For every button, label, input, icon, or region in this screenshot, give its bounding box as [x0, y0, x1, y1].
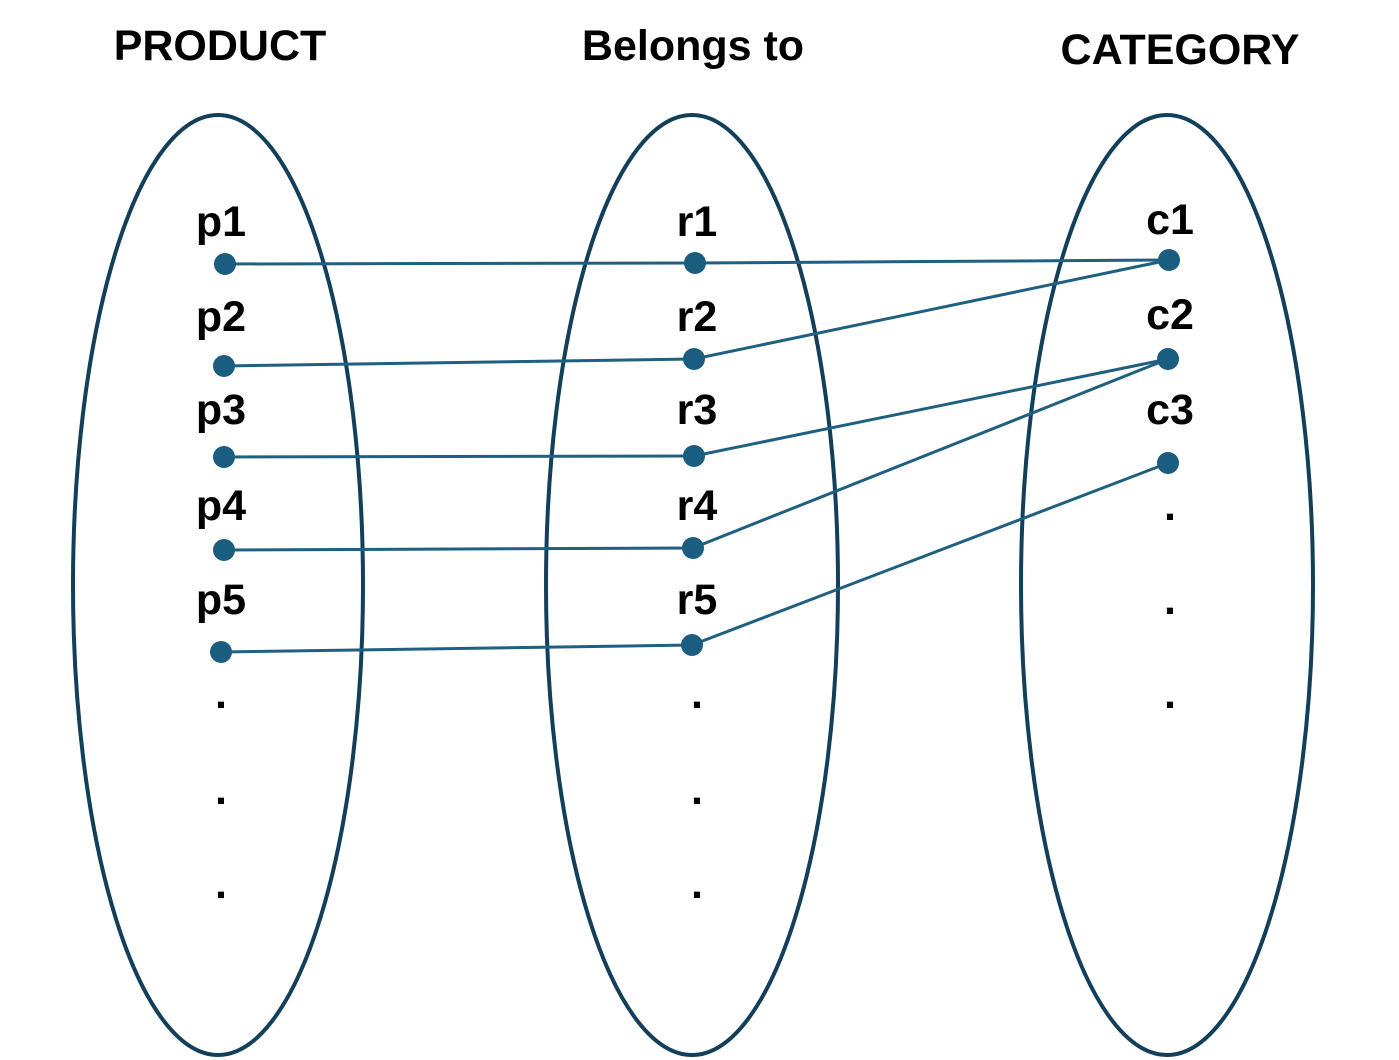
category-item-label: c3 [1146, 386, 1194, 434]
relationship-continuation-dot: . [691, 766, 703, 814]
category-continuation-dot: . [1164, 576, 1176, 624]
node-dot-p4 [213, 539, 235, 561]
relationship-continuation-dot: . [691, 860, 703, 908]
node-dot-c1 [1158, 249, 1180, 271]
link-r1-c1 [694, 258, 1170, 265]
belongs-to-set-ellipse [544, 113, 840, 1057]
node-dot-p5 [210, 641, 232, 663]
relationship-item-label: r3 [677, 386, 718, 434]
link-p4-r4 [223, 546, 694, 552]
link-r4-c2 [692, 357, 1169, 550]
product-item-label: p1 [196, 198, 246, 246]
product-set-ellipse [71, 113, 365, 1057]
product-item-label: p5 [196, 576, 246, 624]
category-set-title: CATEGORY [1061, 26, 1300, 74]
product-continuation-dot: . [215, 766, 227, 814]
node-dot-p2 [213, 355, 235, 377]
category-set-ellipse [1019, 113, 1315, 1057]
node-dot-r3 [683, 445, 705, 467]
category-item-label: c1 [1146, 196, 1194, 244]
link-p5-r5 [220, 643, 693, 654]
category-continuation-dot: . [1164, 482, 1176, 530]
category-continuation-dot: . [1164, 670, 1176, 718]
product-item-label: p2 [196, 293, 246, 341]
relationship-item-label: r1 [677, 198, 718, 246]
node-dot-r4 [682, 537, 704, 559]
node-dot-p3 [213, 446, 235, 468]
link-p1-r1 [224, 261, 696, 266]
link-r3-c2 [693, 357, 1169, 458]
relationship-item-label: r5 [677, 576, 718, 624]
node-dot-p1 [214, 253, 236, 275]
relationship-item-label: r2 [677, 293, 718, 341]
link-p2-r2 [223, 357, 695, 368]
link-r2-c1 [693, 258, 1170, 361]
node-dot-r5 [681, 634, 703, 656]
product-item-label: p4 [196, 482, 246, 530]
link-p3-r3 [223, 454, 695, 459]
product-set-title: PRODUCT [114, 22, 327, 70]
product-continuation-dot: . [215, 860, 227, 908]
relationship-item-label: r4 [677, 482, 718, 530]
product-continuation-dot: . [215, 670, 227, 718]
node-dot-r2 [683, 348, 705, 370]
node-dot-c3 [1157, 452, 1179, 474]
product-item-label: p3 [196, 386, 246, 434]
connector-lines [220, 258, 1170, 654]
link-r5-c3 [691, 461, 1169, 647]
element-dots [210, 249, 1180, 663]
node-dot-c2 [1157, 348, 1179, 370]
node-dot-r1 [684, 252, 706, 274]
relationship-continuation-dot: . [691, 670, 703, 718]
category-item-label: c2 [1146, 291, 1194, 339]
belongs-to-set-title: Belongs to [582, 22, 804, 70]
